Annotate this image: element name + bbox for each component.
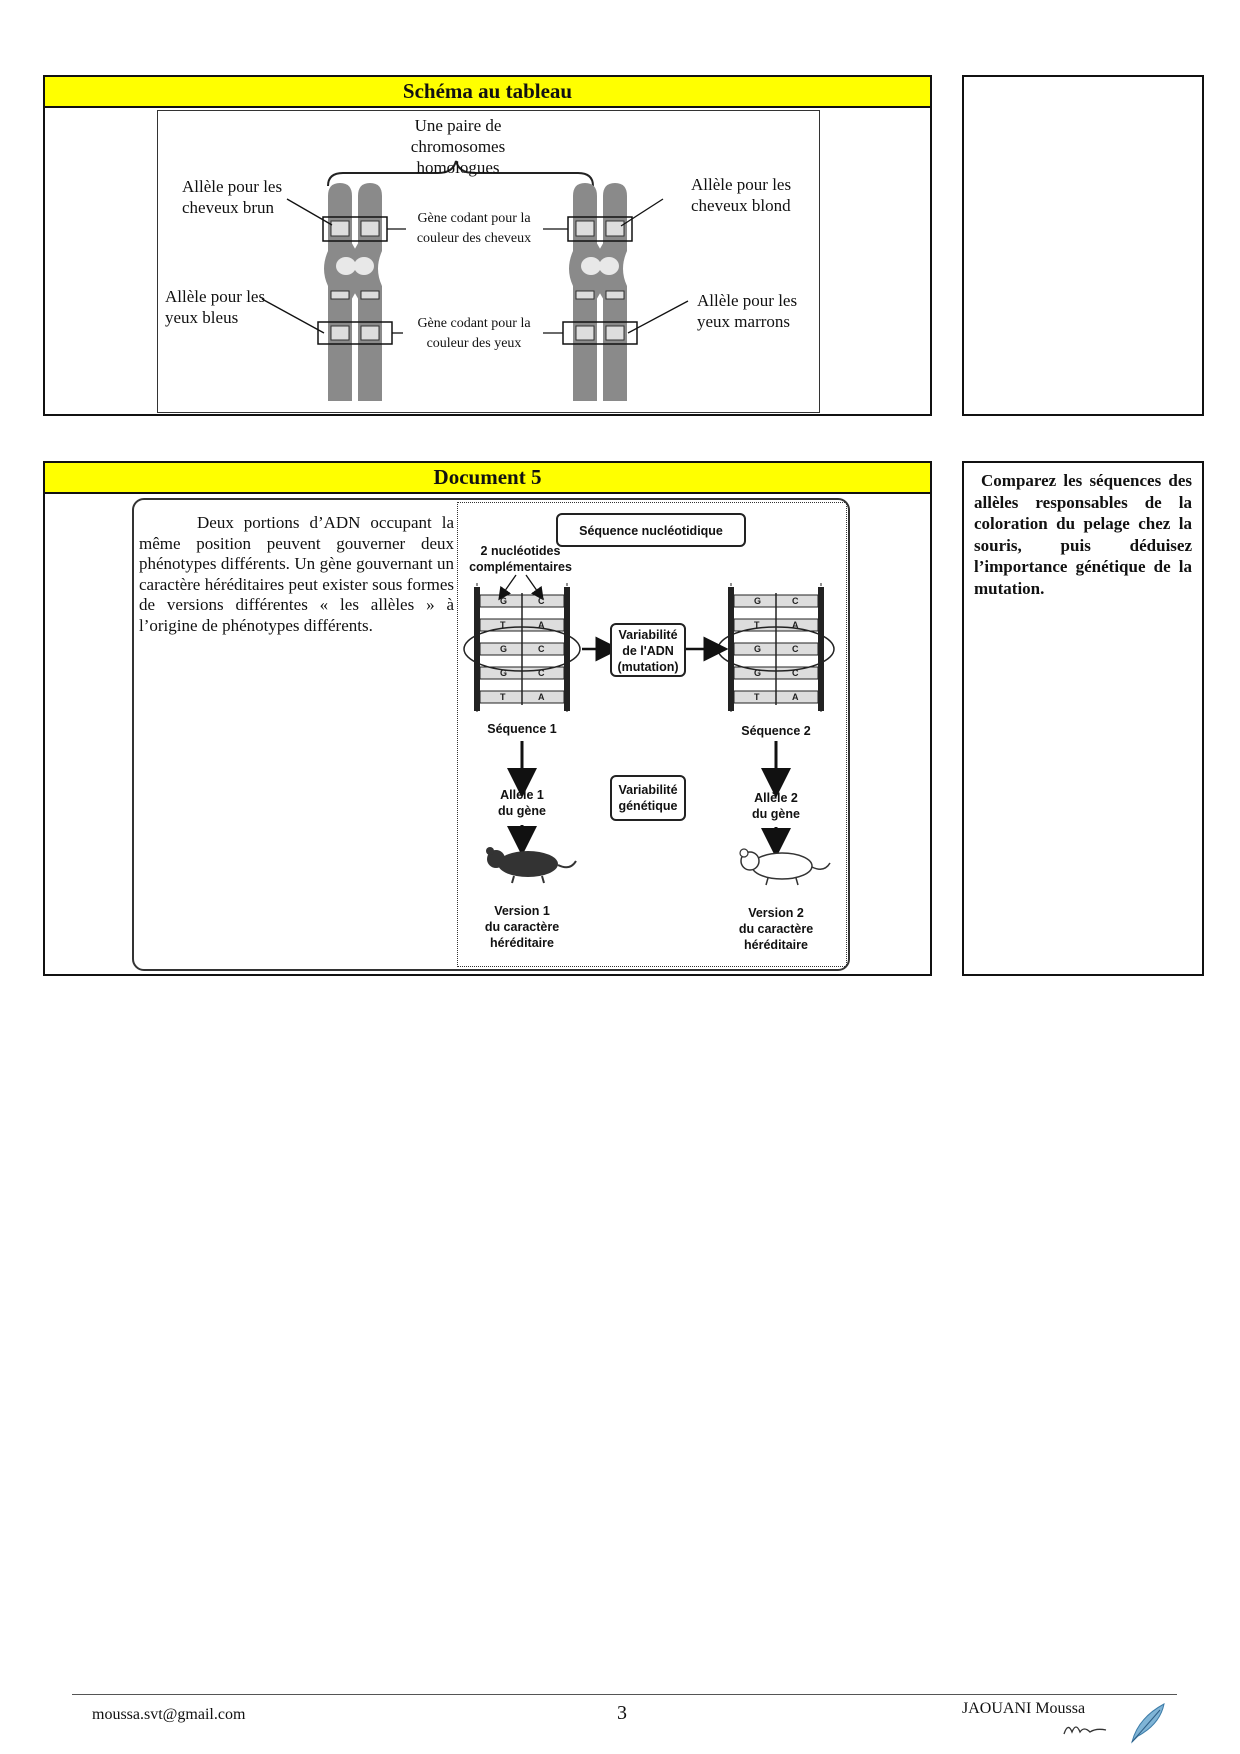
base-letter: G — [500, 644, 508, 654]
variability-adn-box: Variabilité de l'ADN (mutation) — [610, 623, 686, 677]
base-letter: C — [538, 644, 545, 654]
dna-ladder-right — [717, 583, 835, 715]
base-letter: A — [538, 620, 545, 630]
base-letter: C — [792, 644, 799, 654]
document5-text: Deux portions d’ADN occupant la même pos… — [139, 513, 454, 635]
signature-logo — [1062, 1718, 1110, 1740]
label-version1: Version 1 du caractère héréditaire — [484, 904, 560, 950]
chromosome-figure: Une paire de chromosomes homologues Allè… — [157, 110, 820, 413]
feather-icon — [1126, 1700, 1172, 1746]
variability-gen-box: Variabilité génétique — [610, 775, 686, 821]
schema-title: Schéma au tableau — [45, 77, 930, 108]
mouse-dark — [486, 847, 577, 884]
pair-label: Une paire de chromosomes homologues — [410, 116, 506, 177]
footer-page-number: 3 — [617, 1702, 627, 1724]
label-sequence1: Séquence 1 — [487, 722, 557, 736]
dna-ladder-left — [463, 583, 581, 715]
base-letter: G — [754, 668, 762, 678]
chromosome-left — [317, 183, 393, 401]
diagram-heading: Séquence nucléotidique — [579, 524, 723, 538]
chromosome-right — [562, 183, 638, 401]
chromosomes-svg — [261, 160, 689, 401]
label-gene-hair: Gène codant pour la couleur des cheveux — [416, 211, 532, 246]
label-left-top: Allèle pour les cheveux brun — [182, 177, 283, 217]
mouse-white — [739, 848, 831, 886]
base-letter: T — [500, 692, 506, 702]
document5-title: Document 5 — [45, 463, 930, 494]
footer-divider — [72, 1694, 1177, 1695]
base-letter: G — [500, 596, 508, 606]
footer-author: JAOUANI Moussa — [962, 1700, 1086, 1717]
footer-email: moussa.svt@gmail.com — [92, 1706, 246, 1723]
label-allele2: Allèle 2 du gène — [752, 791, 800, 821]
base-letter: A — [792, 620, 799, 630]
label-right-bottom: Allèle pour les yeux marrons — [697, 291, 798, 331]
base-letter: G — [754, 596, 762, 606]
base-letter: A — [538, 692, 545, 702]
base-letter: C — [538, 668, 545, 678]
variability-gen-label: Variabilité génétique — [618, 783, 678, 813]
dna-diagram-svg — [463, 574, 835, 886]
base-letter: T — [754, 620, 760, 630]
label-allele1: Allèle 1 du gène — [498, 788, 546, 818]
document5-inner: Deux portions d’ADN occupant la même pos… — [132, 498, 850, 971]
label-left-bottom: Allèle pour les yeux bleus — [165, 287, 266, 327]
dna-diagram: G C T A G C G C T A G C T A G C G C T A Séquence nucléotid… — [457, 502, 847, 967]
base-letter: T — [754, 692, 760, 702]
heading-box: Séquence nucléotidique — [556, 513, 746, 547]
base-letter: C — [792, 668, 799, 678]
schema-frame: Schéma au tableau — [43, 75, 932, 416]
document5-frame: Document 5 Deux portions d’ADN occupant … — [43, 461, 932, 976]
label-right-top: Allèle pour les cheveux blond — [691, 175, 792, 215]
base-letter: A — [792, 692, 799, 702]
label-version2: Version 2 du caractère héréditaire — [738, 906, 814, 952]
label-sequence2: Séquence 2 — [741, 724, 811, 738]
question-box: Comparez les séquences des allèles respo… — [962, 461, 1204, 976]
base-letter: G — [500, 668, 508, 678]
schema-side-box — [962, 75, 1204, 416]
base-letter: C — [792, 596, 799, 606]
label-gene-eyes: Gène codant pour la couleur des yeux — [417, 316, 531, 351]
base-letter: G — [754, 644, 762, 654]
variability-adn-label: Variabilité de l'ADN (mutation) — [617, 628, 679, 674]
base-letter: T — [500, 620, 506, 630]
question-text: Comparez les séquences des allèles respo… — [974, 471, 1192, 598]
label-nucleotides: 2 nucléotides complémentaires — [469, 544, 572, 574]
base-letter: C — [538, 596, 545, 606]
